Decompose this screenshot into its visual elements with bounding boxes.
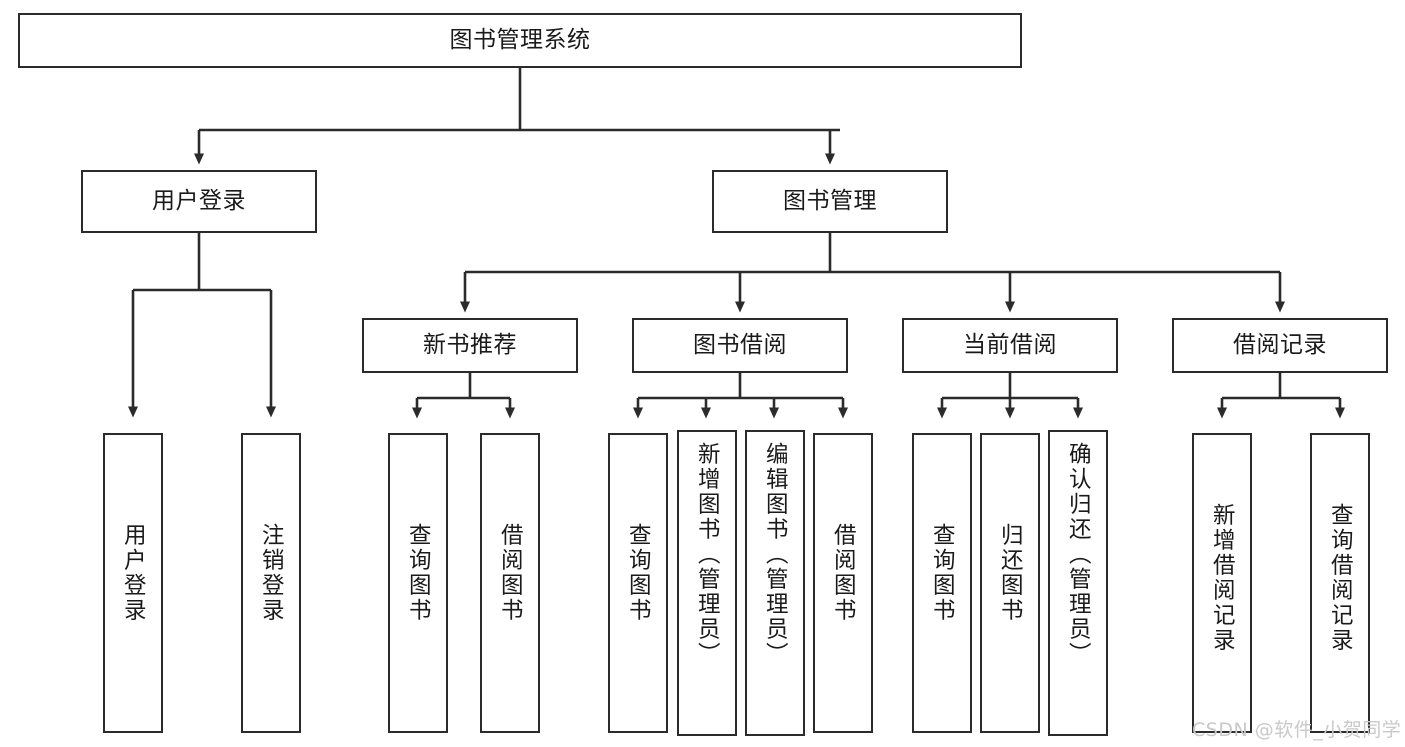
csdn-watermark: CSDN @软件_小贺同学 [1192,719,1402,741]
node-user-login[interactable]: 用户登录 [81,170,317,233]
leaf-new-book-borrow-book[interactable]: 借阅图书 [480,433,540,733]
node-new-book-recommend[interactable]: 新书推荐 [362,318,578,373]
node-root-system[interactable]: 图书管理系统 [18,13,1022,68]
node-label: 新增图书（管理员） [694,442,721,667]
node-label: 查询图书 [929,523,956,623]
node-book-borrow[interactable]: 图书借阅 [632,318,848,373]
node-label: 借阅图书 [830,523,857,623]
node-label: 借阅记录 [1233,332,1327,359]
leaf-user-login-login[interactable]: 用户登录 [103,433,163,733]
node-label: 图书管理系统 [449,27,591,54]
node-label: 编辑图书（管理员） [762,442,789,667]
node-label: 用户登录 [152,188,246,215]
node-label: 注销登录 [258,523,285,623]
leaf-current-borrow-confirm-return-admin[interactable]: 确认归还（管理员） [1048,430,1108,736]
node-label: 确认归还（管理员） [1065,442,1092,667]
node-borrow-records[interactable]: 借阅记录 [1172,318,1388,373]
node-label: 借阅图书 [497,523,524,623]
leaf-borrow-records-add-record[interactable]: 新增借阅记录 [1192,433,1252,733]
leaf-book-borrow-query-book[interactable]: 查询图书 [608,433,668,733]
node-label: 新书推荐 [423,332,517,359]
leaf-current-borrow-return-book[interactable]: 归还图书 [980,433,1040,733]
node-label: 查询借阅记录 [1327,503,1354,653]
node-label: 当前借阅 [963,332,1057,359]
node-current-borrow[interactable]: 当前借阅 [902,318,1118,373]
node-label: 新增借阅记录 [1209,503,1236,653]
node-label: 归还图书 [997,523,1024,623]
node-label: 图书管理 [783,188,877,215]
node-book-management[interactable]: 图书管理 [712,170,948,233]
leaf-book-borrow-edit-book-admin[interactable]: 编辑图书（管理员） [745,430,805,736]
leaf-user-login-logout[interactable]: 注销登录 [241,433,301,733]
node-label: 查询图书 [405,523,432,623]
leaf-book-borrow-add-book-admin[interactable]: 新增图书（管理员） [677,430,737,736]
node-label: 查询图书 [625,523,652,623]
leaf-borrow-records-query-record[interactable]: 查询借阅记录 [1310,433,1370,733]
node-label: 用户登录 [120,523,147,623]
leaf-book-borrow-borrow-book[interactable]: 借阅图书 [813,433,873,733]
node-label: 图书借阅 [693,332,787,359]
leaf-new-book-query-book[interactable]: 查询图书 [388,433,448,733]
leaf-current-borrow-query-book[interactable]: 查询图书 [912,433,972,733]
